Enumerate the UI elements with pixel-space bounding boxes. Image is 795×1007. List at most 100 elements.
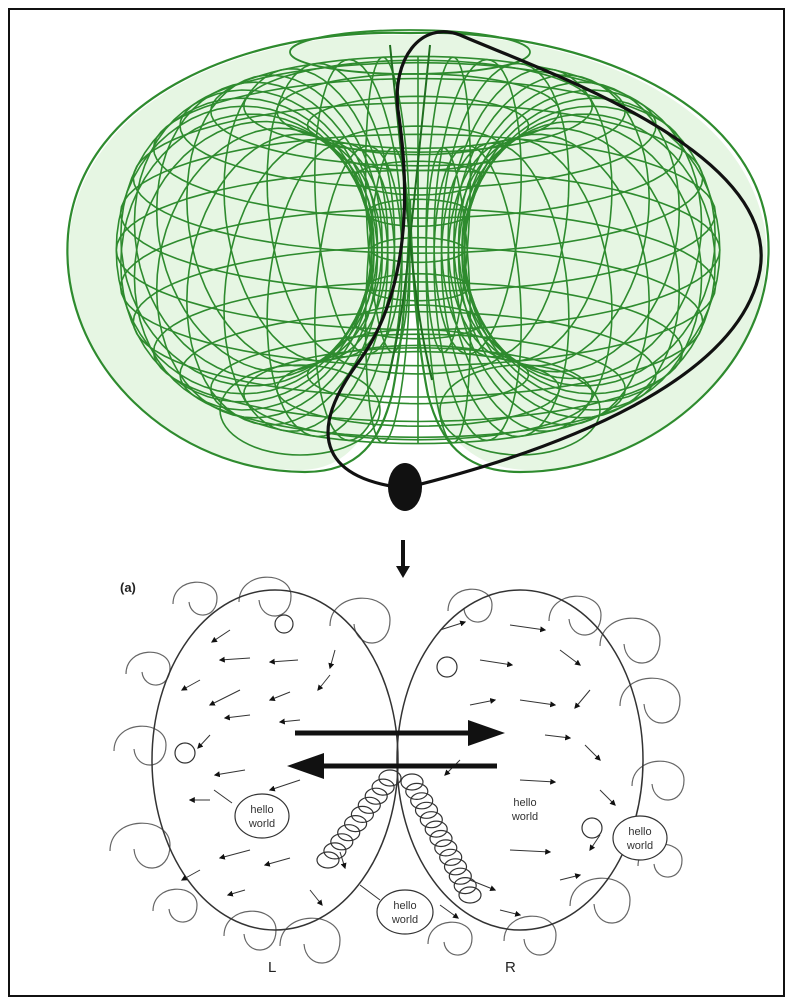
flow-arrow <box>519 778 557 785</box>
loop-swirl <box>599 617 661 664</box>
coil-turn <box>405 782 429 801</box>
loop-swirl <box>109 822 171 869</box>
coil-turn <box>350 805 374 824</box>
flow-arrow <box>519 699 557 708</box>
coil-turn <box>400 773 424 791</box>
coil-turn <box>337 824 361 842</box>
flow-arrow <box>574 689 591 709</box>
torus-parallel <box>152 281 684 423</box>
flow-arrow <box>544 734 572 741</box>
flow-arrow <box>278 718 301 725</box>
flow-arrow <box>317 674 331 691</box>
flow-arrow <box>439 904 459 919</box>
flow-arrow <box>559 649 581 666</box>
torus-parallel <box>366 198 470 228</box>
torus-parallel <box>333 125 503 172</box>
coil-turn <box>429 829 453 848</box>
coil-turn <box>434 839 458 857</box>
bubble-1-line2: world <box>248 818 275 830</box>
loop-swirl <box>152 888 198 923</box>
left-hemisphere <box>151 589 399 931</box>
coil-turn <box>316 851 340 869</box>
coil-turn <box>424 820 448 838</box>
torus-bottom-ring-left <box>219 364 381 456</box>
bubble-4-line2: world <box>391 914 418 926</box>
torus-parallel <box>152 77 684 219</box>
bubble-1-line1: hello <box>250 804 273 816</box>
flow-arrow <box>223 714 251 721</box>
torus-parallel <box>242 59 594 154</box>
flow-arrow <box>439 620 467 631</box>
bubble-3-line1: hello <box>628 826 651 838</box>
coil-turn <box>443 858 468 876</box>
flow-arrow <box>479 659 514 668</box>
bubble-3-line2: world <box>626 840 653 852</box>
loop-swirl <box>279 917 341 964</box>
torus-parallel <box>119 133 717 293</box>
coil-turn <box>458 886 482 904</box>
bubble-2: hello world <box>511 797 538 823</box>
loop-swirl <box>113 725 167 766</box>
torus-parallel <box>306 95 530 156</box>
down-arrow <box>396 540 410 578</box>
loop-swirl <box>329 597 391 644</box>
loop-swirl <box>427 921 473 956</box>
torus-parallel <box>132 102 704 255</box>
right-hemisphere <box>396 589 644 931</box>
panel-label: (a) <box>120 580 136 595</box>
coil-turn <box>439 848 463 866</box>
coil-turn <box>419 811 443 829</box>
torus-parallel <box>353 304 483 340</box>
flow-arrow <box>226 889 246 897</box>
loop-swirl <box>548 595 602 636</box>
flow-arrow <box>218 656 251 663</box>
torus-parallel <box>370 236 466 264</box>
loop-swirl <box>569 877 631 924</box>
flow-arrow <box>339 851 347 870</box>
loop-swirl <box>223 910 277 951</box>
coil-turn <box>453 876 477 895</box>
coil-turn <box>448 867 472 885</box>
flow-arrow <box>263 857 291 867</box>
transfer-arrow-left <box>287 753 497 779</box>
flow-arrow <box>469 879 497 892</box>
torus-parallel <box>275 350 561 428</box>
bubble-2-line2: world <box>511 811 538 823</box>
flow-arrow <box>509 848 552 855</box>
bubble-1: hello world <box>213 789 290 839</box>
flow-arrow <box>328 649 336 670</box>
torus-top-ring <box>289 29 531 75</box>
orbit-node <box>388 463 422 511</box>
flow-arrow <box>211 629 231 643</box>
flow-arrow <box>180 679 201 691</box>
torus-parallel <box>209 55 626 167</box>
torus-parallel <box>179 61 657 190</box>
coil-turn <box>371 778 395 796</box>
coil-turn <box>330 833 354 851</box>
loop-swirl <box>172 581 218 616</box>
coil-chains <box>316 769 482 904</box>
flow-arrow <box>213 769 246 778</box>
flow-arrow <box>180 869 201 881</box>
flow-arrow <box>499 909 522 917</box>
torus-parallel <box>353 160 483 196</box>
bubble-3: hello world <box>612 815 668 861</box>
torus-parallel <box>115 169 721 331</box>
coil-turn <box>344 814 368 833</box>
bubble-2-line1: hello <box>513 797 536 809</box>
loop-swirl <box>238 576 292 617</box>
coil-turn <box>357 796 381 814</box>
flow-arrow <box>584 744 601 761</box>
loop-swirl <box>631 760 685 801</box>
flow-arrow <box>309 889 323 906</box>
internal-flow-arrows <box>180 620 616 919</box>
coil-turn <box>414 801 439 819</box>
coil-turn <box>378 769 402 787</box>
flow-arrow <box>218 849 251 860</box>
torus-parallel <box>306 344 530 405</box>
flow-arrow <box>208 689 241 706</box>
flow-arrow <box>268 691 291 702</box>
flow-arrow <box>469 697 497 706</box>
torus-parallel <box>132 245 704 398</box>
flow-arrow <box>509 624 547 633</box>
